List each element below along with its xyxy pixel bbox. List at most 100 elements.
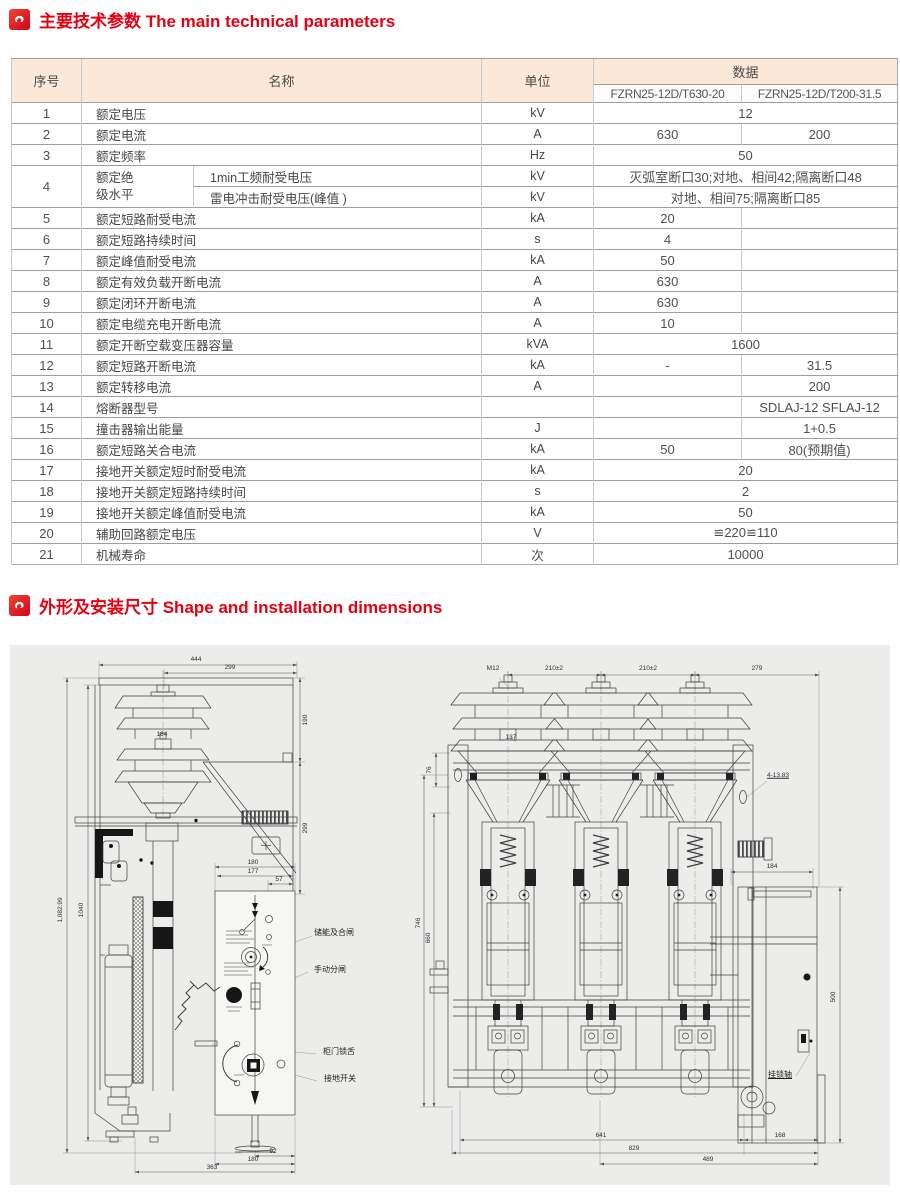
name-cell: 额定短路耐受电流 (80, 207, 482, 229)
unit-cell: kA (481, 438, 594, 460)
dimension-label: 829 (628, 1144, 640, 1152)
dimension-label: 746 (414, 917, 422, 929)
value-cell: 20 (593, 459, 898, 481)
left-drawing (63, 661, 318, 1174)
subname-cell: 雷电冲击耐受电压(峰值 ) (192, 186, 482, 208)
name-cell: 机械寿命 (80, 543, 482, 565)
section-header-dimensions: 外形及安装尺寸 Shape and installation dimension… (9, 593, 442, 618)
dimension-label: 177 (247, 867, 259, 875)
value-cell: 630 (593, 291, 742, 313)
no-cell: 2 (11, 123, 82, 145)
no-cell: 13 (11, 375, 82, 397)
section-bullet-icon (9, 9, 30, 30)
value-cell: 1600 (593, 333, 898, 355)
value-cell (741, 312, 898, 334)
name-cell: 额定短路关合电流 (80, 438, 482, 460)
no-cell: 17 (11, 459, 82, 481)
no-cell: 6 (11, 228, 82, 250)
dimension-label: M12 (486, 664, 500, 672)
no-cell: 10 (11, 312, 82, 334)
part-label: 挂锁轴 (768, 1070, 792, 1079)
col-header-name: 名称 (80, 58, 482, 103)
part-label: 手动分闸 (314, 965, 346, 974)
value-cell (593, 417, 742, 439)
name-cell: 接地开关额定峰值耐受电流 (80, 501, 482, 523)
col-header-model1: FZRN25-12D/T630-20 (593, 84, 742, 103)
swirl-logo-icon (15, 15, 24, 23)
no-cell: 14 (11, 396, 82, 418)
no-cell: 18 (11, 480, 82, 502)
value-cell: 12 (593, 102, 898, 124)
dimension-label: 1040 (77, 902, 85, 918)
value-cell: 10 (593, 312, 742, 334)
dimension-label: 444 (190, 655, 202, 663)
value-cell (741, 270, 898, 292)
name-cell: 额定电缆充电开断电流 (80, 312, 482, 334)
dimension-label: 180 (247, 1155, 259, 1163)
value-cell (741, 291, 898, 313)
value-cell: 630 (593, 123, 742, 145)
unit-cell: 次 (481, 543, 594, 565)
name-cell: 额定电压 (80, 102, 482, 124)
section-title: 外形及安装尺寸 Shape and installation dimension… (39, 598, 443, 617)
value-cell: 2 (593, 480, 898, 502)
dimension-label: 57 (275, 875, 283, 883)
name-cell: 熔断器型号 (80, 396, 482, 418)
unit-cell: kA (481, 207, 594, 229)
col-header-unit: 单位 (481, 58, 594, 103)
col-header-model2: FZRN25-12D/T200-31.5 (741, 84, 898, 103)
no-cell: 16 (11, 438, 82, 460)
dimension-label: 190 (301, 714, 309, 726)
table-model-row: FZRN25-12D/T630-20 FZRN25-12D/T200-31.5 (12, 84, 898, 103)
col-header-data: 数据 (593, 58, 898, 85)
value-cell: - (593, 354, 742, 376)
name-cell: 撞击器输出能量 (80, 417, 482, 439)
dimension-label: 210±2 (638, 664, 658, 672)
parameters-table: 序号 名称 单位 数据 FZRN25-12D/T630-20 FZRN25-12… (11, 58, 899, 565)
dimension-label: 500 (829, 991, 837, 1003)
no-cell: 12 (11, 354, 82, 376)
dimension-label: 4-13.83 (766, 771, 790, 779)
section-header-parameters: 主要技术参数 The main technical parameters (9, 7, 395, 32)
swirl-logo-icon (15, 601, 24, 609)
value-cell: 50 (593, 144, 898, 166)
value-cell (741, 228, 898, 250)
no-cell: 3 (11, 144, 82, 166)
unit-cell: Hz (481, 144, 594, 166)
value-cell: 50 (593, 501, 898, 523)
value-cell: 1+0.5 (741, 417, 898, 439)
no-cell: 21 (11, 543, 82, 565)
no-cell: 8 (11, 270, 82, 292)
table-header-row: 序号 名称 单位 数据 (11, 58, 898, 103)
value-cell: 10000 (593, 543, 898, 565)
part-label: 接地开关 (324, 1074, 356, 1083)
unit-cell: kVA (481, 333, 594, 355)
value-cell: 20 (593, 207, 742, 229)
value-cell: SDLAJ-12 SFLAJ-12 (741, 396, 898, 418)
value-cell: 灭弧室断口30;对地、相间42;隔离断口48 (593, 165, 898, 187)
dimension-label: 137 (505, 733, 517, 741)
unit-cell: V (481, 522, 594, 544)
unit-cell: A (481, 375, 594, 397)
dimension-label: 184 (766, 862, 778, 870)
subname-cell: 1min工频耐受电压 (192, 165, 482, 187)
unit-cell: kA (481, 249, 594, 271)
right-drawing (420, 670, 844, 1166)
name-cell: 额定开断空载变压器容量 (80, 333, 482, 355)
dimension-label: 180 (247, 858, 259, 866)
no-cell: 4 (11, 165, 82, 208)
unit-cell (481, 396, 594, 418)
dimension-label: 168 (774, 1131, 786, 1139)
